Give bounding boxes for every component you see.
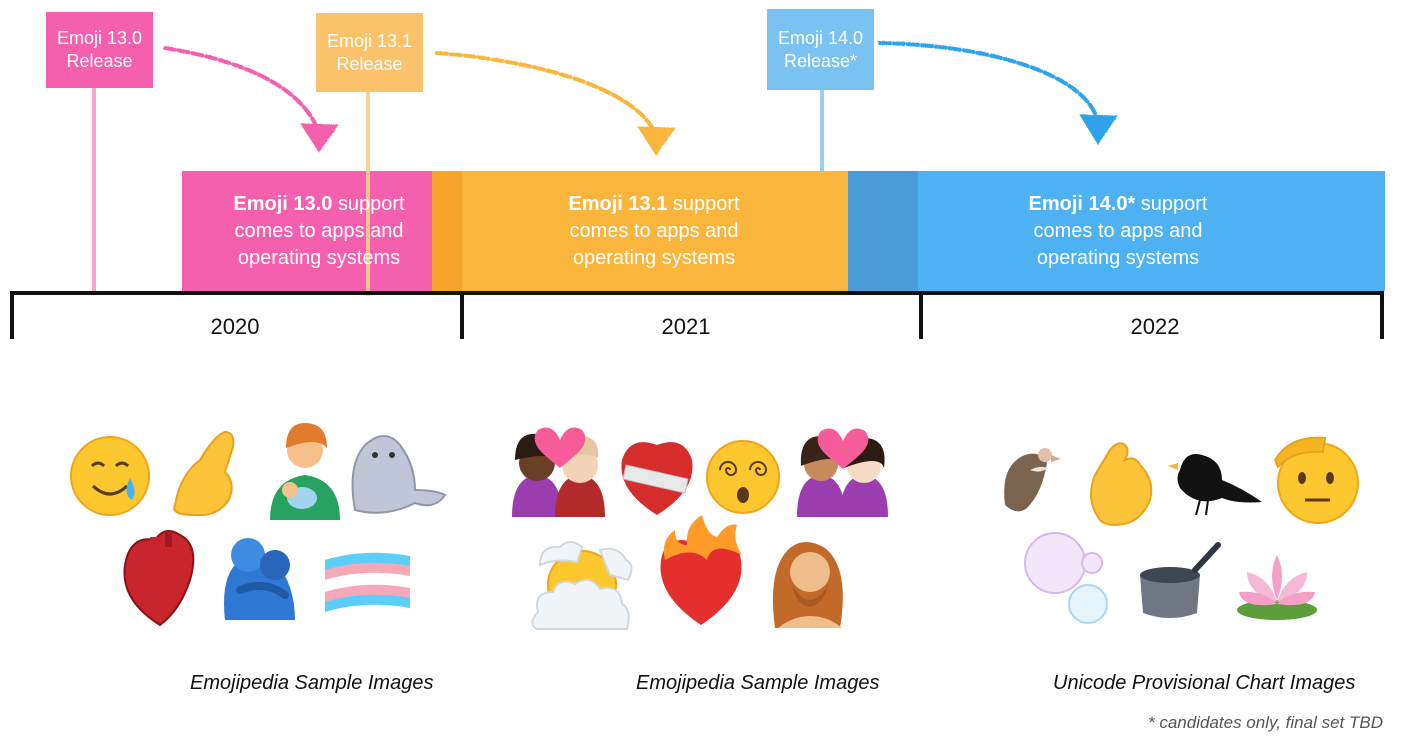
band-text-13-0-line3: operating systems bbox=[237, 247, 401, 269]
caption-group-2020: Emojipedia Sample Images bbox=[190, 672, 434, 694]
release-label-13-0-line2: Release bbox=[66, 51, 133, 71]
blackbird-icon bbox=[1168, 454, 1262, 516]
band-text-14-0-rest: support bbox=[1135, 193, 1208, 215]
face-with-spiral-eyes-icon bbox=[706, 440, 780, 514]
band-text-14-0-bold: Emoji 14.0* bbox=[1028, 193, 1136, 215]
face-in-clouds-icon bbox=[531, 541, 633, 630]
vulture-icon bbox=[1004, 448, 1061, 512]
arrow-13-0 bbox=[163, 46, 339, 153]
band-text-13-1: Emoji 13.1 support comes to apps and ope… bbox=[532, 191, 776, 272]
band-text-13-0: Emoji 13.0 support comes to apps and ope… bbox=[202, 191, 436, 272]
release-stem-14-0-lower bbox=[820, 171, 824, 291]
bubbles-icon bbox=[1024, 532, 1108, 624]
person-feeding-baby-icon bbox=[270, 423, 340, 520]
mending-heart-icon bbox=[621, 442, 693, 515]
release-label-14-0-line2: Release* bbox=[783, 50, 858, 71]
band-text-14-0-line3: operating systems bbox=[1036, 247, 1200, 269]
band-text-14-0: Emoji 14.0* support comes to apps and op… bbox=[996, 191, 1240, 272]
band-overlap-13-1-14-0 bbox=[848, 171, 920, 291]
band-text-13-0-rest: support bbox=[332, 193, 405, 215]
year-label-2022: 2022 bbox=[1130, 314, 1180, 339]
smiling-face-with-tear-icon bbox=[70, 436, 150, 516]
band-text-13-0-bold: Emoji 13.0 bbox=[233, 193, 333, 215]
band-text-13-1-bold: Emoji 13.1 bbox=[568, 193, 668, 215]
band-text-13-1-rest: support bbox=[667, 193, 740, 215]
pinched-fingers-icon bbox=[173, 430, 235, 517]
caption-group-2021: Emojipedia Sample Images bbox=[636, 672, 880, 694]
band-13-0 bbox=[182, 171, 434, 291]
caption-group-2022: Unicode Provisional Chart Images bbox=[1053, 672, 1356, 694]
release-label-13-1-line2: Release bbox=[336, 53, 403, 74]
band-text-13-1-line3: operating systems bbox=[572, 247, 736, 269]
saluting-face-icon bbox=[1273, 436, 1359, 524]
woman-beard-icon bbox=[772, 542, 843, 628]
arrow-14-0 bbox=[878, 41, 1118, 145]
band-14-0 bbox=[918, 171, 1385, 291]
release-label-14-0-line1: Emoji 14.0 bbox=[777, 27, 864, 48]
release-stem-13-0 bbox=[92, 88, 96, 291]
year-label-2021: 2021 bbox=[661, 314, 711, 339]
release-label-13-0-line1: Emoji 13.0 bbox=[56, 28, 143, 48]
year-label-2020: 2020 bbox=[210, 314, 260, 339]
release-stem-14-0 bbox=[820, 90, 824, 171]
release-label-13-1: Emoji 13.1 Release bbox=[316, 13, 423, 92]
arrow-13-1 bbox=[435, 51, 676, 156]
band-text-13-0-line2: comes to apps and bbox=[234, 220, 404, 242]
band-text-13-1-line2: comes to apps and bbox=[569, 220, 739, 242]
release-label-14-0: Emoji 14.0 Release* bbox=[767, 9, 874, 90]
footnote: * candidates only, final set TBD bbox=[1148, 713, 1383, 732]
lotus-icon bbox=[1237, 555, 1317, 620]
band-text-14-0-line2: comes to apps and bbox=[1033, 220, 1203, 242]
hand-with-index-finger-and-thumb-crossed-icon bbox=[1090, 442, 1153, 527]
timeline-axis bbox=[10, 291, 1384, 339]
couple-with-heart-icon bbox=[512, 427, 605, 517]
transgender-flag-icon bbox=[325, 552, 410, 612]
seal-icon bbox=[351, 435, 447, 514]
people-hugging-icon bbox=[224, 538, 295, 620]
release-label-13-1-line1: Emoji 13.1 bbox=[326, 30, 413, 51]
anatomical-heart-icon bbox=[123, 530, 195, 627]
pot-icon bbox=[1140, 542, 1221, 618]
band-13-1 bbox=[462, 171, 850, 291]
couple-with-heart-women-icon bbox=[797, 428, 888, 517]
heart-on-fire-icon bbox=[660, 515, 742, 625]
release-stem-13-1 bbox=[366, 92, 370, 296]
release-label-13-0: Emoji 13.0 Release bbox=[46, 12, 153, 88]
band-overlap-13-0-13-1 bbox=[432, 171, 462, 291]
